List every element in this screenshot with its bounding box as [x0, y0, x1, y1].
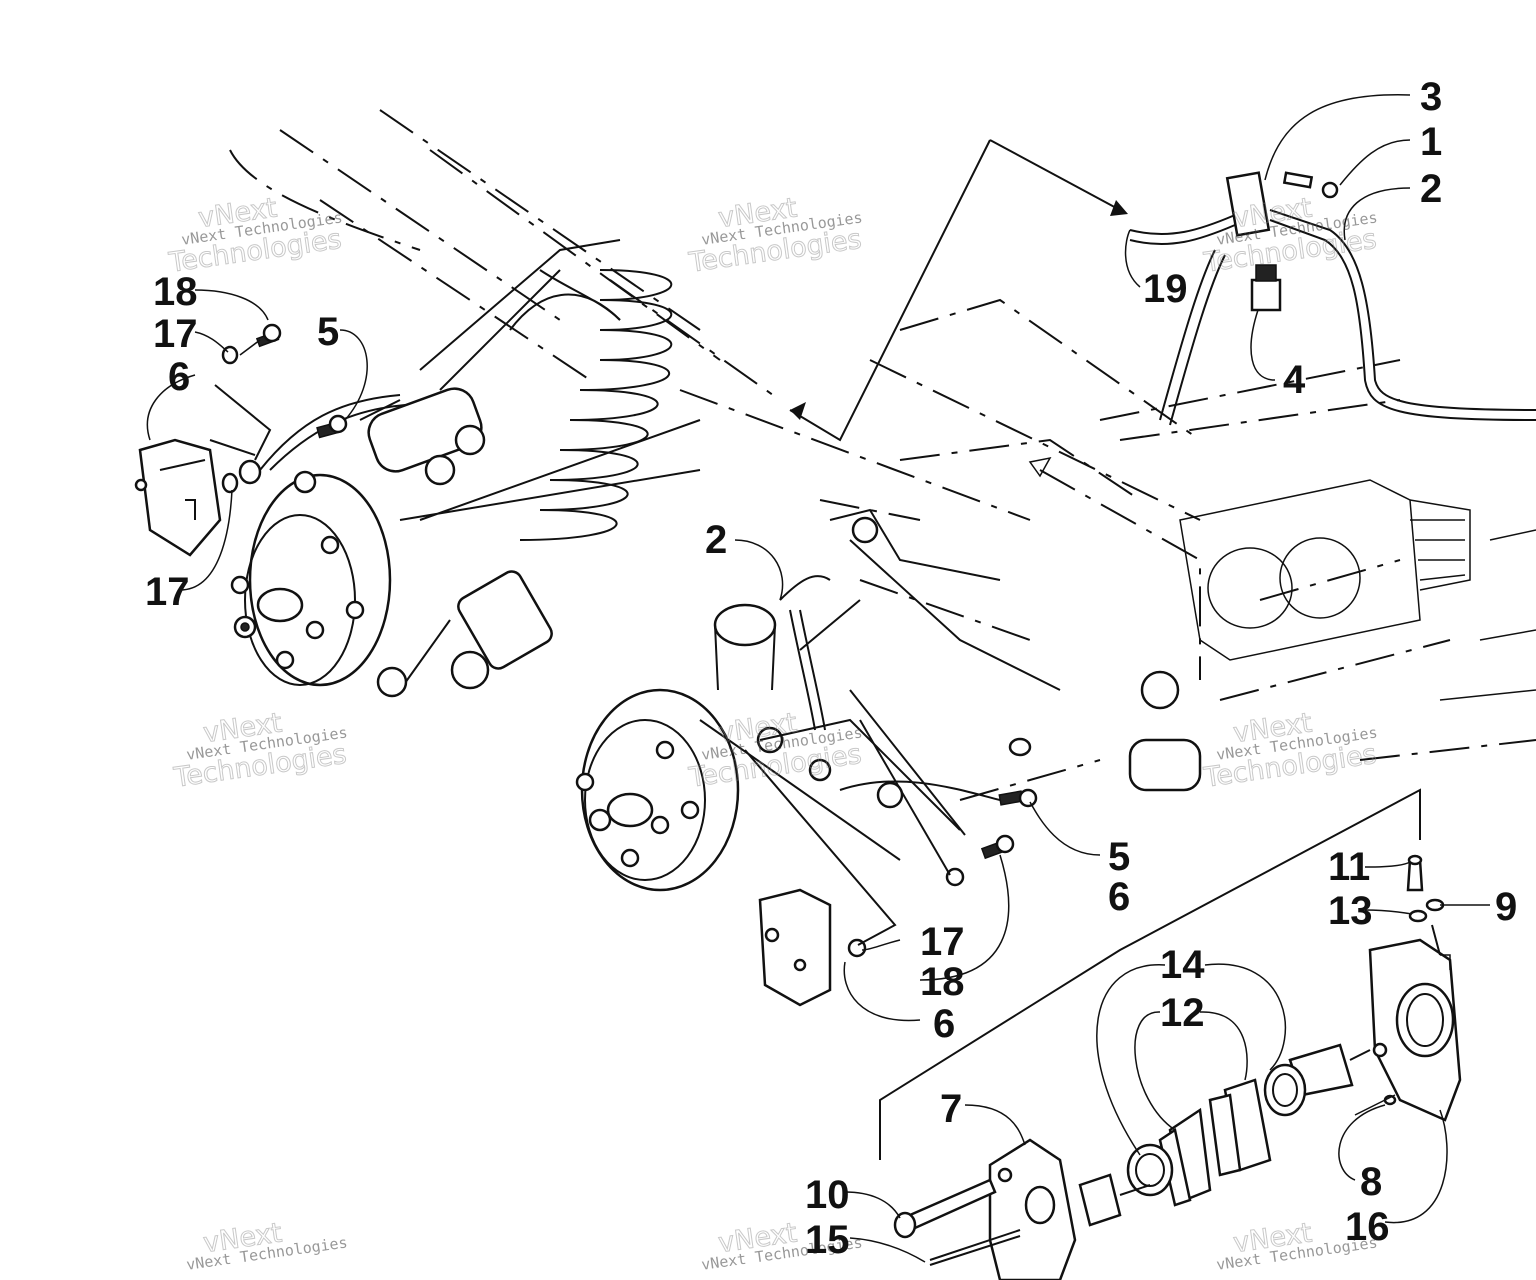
callout-14: 14 — [1160, 943, 1205, 987]
callout-labels: 3 1 2 19 4 18 17 6 5 17 2 5 6 11 13 9 14… — [145, 75, 1517, 1262]
callout-13: 13 — [1328, 889, 1373, 933]
callout-6: 6 — [933, 1002, 955, 1046]
callout-19: 19 — [1143, 267, 1188, 311]
callout-1: 1 — [1420, 120, 1442, 164]
coil-spring — [519, 269, 673, 541]
callout-17: 17 — [153, 312, 198, 356]
callout-16: 16 — [1345, 1205, 1390, 1249]
callout-2: 2 — [1420, 167, 1442, 211]
left-brake-caliper — [134, 323, 282, 557]
callout-9: 9 — [1495, 885, 1517, 929]
right-suspension — [575, 508, 1202, 892]
callout-6: 6 — [1108, 875, 1130, 919]
callout-5: 5 — [317, 310, 339, 354]
callout-11: 11 — [1328, 845, 1370, 889]
callout-7: 7 — [940, 1087, 962, 1131]
callout-12: 12 — [1160, 991, 1205, 1035]
callout-15: 15 — [805, 1218, 850, 1262]
callout-17: 17 — [920, 920, 965, 964]
callout-5: 5 — [1108, 835, 1130, 879]
right-brake-caliper — [744, 689, 1015, 1007]
callout-8: 8 — [1360, 1160, 1382, 1204]
callout-2: 2 — [705, 518, 727, 562]
callout-3: 3 — [1420, 75, 1442, 119]
callout-4: 4 — [1283, 358, 1306, 402]
left-brake-rotor — [248, 473, 392, 687]
master-cylinder-reservoir — [713, 603, 777, 647]
exploded-caliper-assembly — [879, 788, 1462, 1280]
vehicle-frame-outline — [229, 109, 1536, 801]
callout-leaders — [146, 94, 1490, 1263]
callout-17: 17 — [145, 570, 190, 614]
left-suspension — [230, 239, 701, 698]
callout-18: 18 — [920, 960, 965, 1004]
callout-18: 18 — [153, 270, 198, 314]
callout-6: 6 — [168, 355, 190, 399]
brake-line-assembly — [789, 139, 1536, 442]
callout-10: 10 — [805, 1173, 850, 1217]
